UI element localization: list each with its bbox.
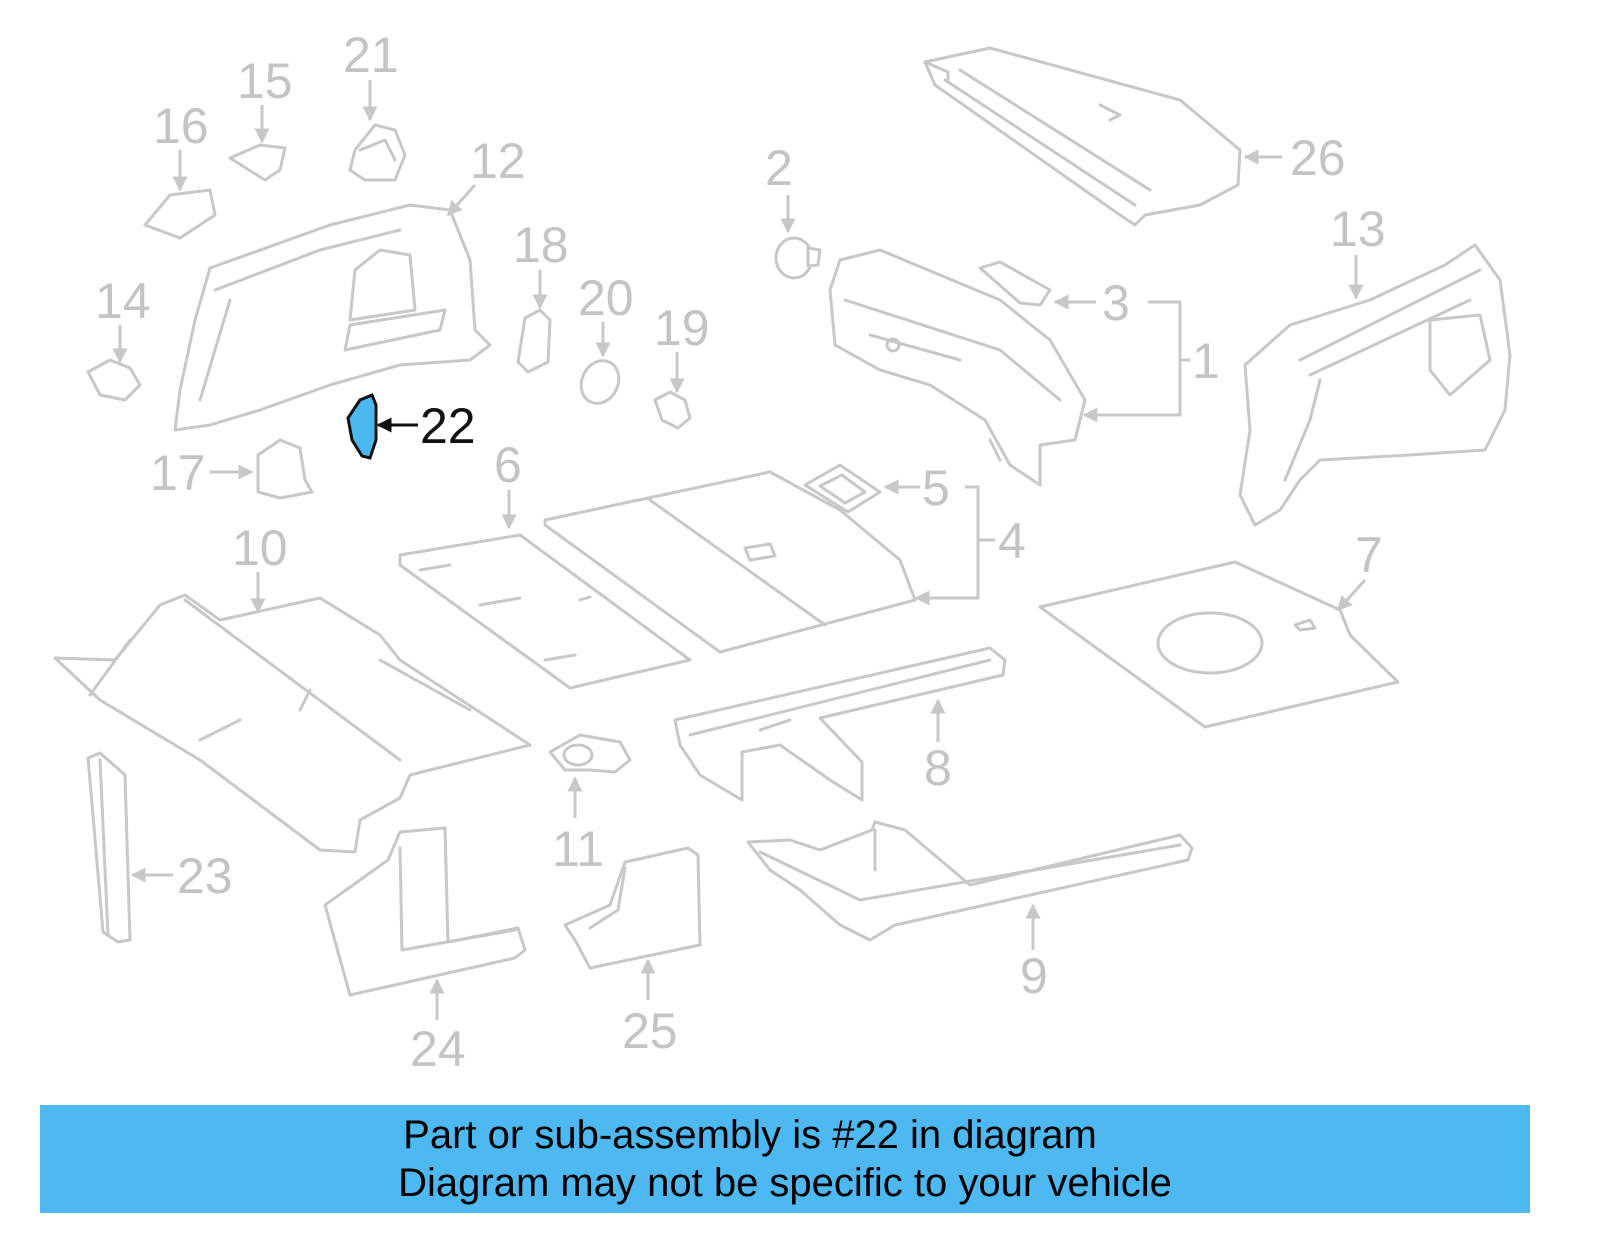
part-4-load-floor[interactable] bbox=[543, 470, 917, 654]
label-8: 8 bbox=[924, 740, 952, 796]
label-14: 14 bbox=[95, 273, 151, 329]
label-20: 20 bbox=[578, 270, 634, 326]
label-9: 9 bbox=[1020, 948, 1048, 1004]
part-23-strip[interactable]: 23 bbox=[86, 751, 233, 944]
label-18: 18 bbox=[513, 217, 569, 273]
label-13: 13 bbox=[1330, 201, 1386, 257]
info-banner: Part or sub-assembly is #22 in diagram D… bbox=[40, 1105, 1530, 1213]
part-14-clip[interactable]: 14 bbox=[86, 273, 151, 402]
label-22: 22 bbox=[420, 398, 476, 454]
part-18-retainer[interactable]: 18 bbox=[513, 217, 569, 374]
label-10: 10 bbox=[232, 520, 288, 576]
label-11: 11 bbox=[552, 821, 604, 877]
part-19-clip[interactable]: 19 bbox=[653, 300, 710, 430]
label-21: 21 bbox=[343, 27, 399, 83]
part-3-clip[interactable] bbox=[978, 260, 1052, 307]
part-15-fastener[interactable]: 15 bbox=[228, 53, 293, 182]
label-16: 16 bbox=[153, 98, 209, 154]
part-13-right-quarter-trim[interactable]: 13 bbox=[1238, 201, 1512, 527]
label-12: 12 bbox=[470, 133, 526, 189]
part-17-hook[interactable]: 17 bbox=[150, 438, 314, 501]
part-16-bracket[interactable]: 16 bbox=[143, 98, 217, 240]
part-12-left-quarter-trim[interactable]: 12 bbox=[173, 133, 526, 432]
banner-line-2: Diagram may not be specific to your vehi… bbox=[398, 1161, 1172, 1205]
label-6: 6 bbox=[494, 437, 522, 493]
part-6-floor-board[interactable]: 6 bbox=[398, 437, 692, 690]
label-19: 19 bbox=[654, 300, 710, 356]
label-25: 25 bbox=[622, 1003, 678, 1059]
part-8-crossmember[interactable]: 8 bbox=[673, 646, 1007, 802]
label-26: 26 bbox=[1290, 130, 1346, 186]
part-10-trunk-floor-trim[interactable]: 10 bbox=[53, 520, 532, 854]
part-20-grommet[interactable]: 20 bbox=[574, 270, 634, 410]
label-2: 2 bbox=[765, 140, 793, 196]
label-3: 3 bbox=[1102, 275, 1130, 331]
part-9-rail[interactable]: 9 bbox=[746, 820, 1194, 1004]
label-5: 5 bbox=[922, 460, 950, 516]
part-25-panel[interactable]: 25 bbox=[563, 846, 702, 1059]
part-5-access-cover[interactable] bbox=[803, 463, 882, 514]
label-4: 4 bbox=[998, 513, 1026, 569]
part-21-clip[interactable]: 21 bbox=[343, 27, 407, 182]
label-1: 1 bbox=[1192, 333, 1220, 389]
label-23: 23 bbox=[177, 848, 233, 904]
label-24: 24 bbox=[410, 1021, 466, 1077]
banner-line-1: Part or sub-assembly is #22 in diagram bbox=[403, 1113, 1097, 1157]
part-22-highlighted[interactable]: 22 bbox=[346, 393, 476, 460]
label-7: 7 bbox=[1355, 527, 1383, 583]
label-15: 15 bbox=[237, 53, 293, 109]
part-26-cargo-cover[interactable]: 26 bbox=[923, 46, 1346, 227]
part-11-bracket[interactable]: 11 bbox=[548, 733, 632, 877]
part-24-panel[interactable]: 24 bbox=[323, 826, 527, 1077]
part-7-mat[interactable]: 7 bbox=[1038, 527, 1400, 729]
label-17: 17 bbox=[150, 445, 206, 501]
part-2-clip[interactable]: 2 bbox=[765, 140, 822, 280]
part-1-rear-panel-trim[interactable] bbox=[828, 248, 1087, 487]
